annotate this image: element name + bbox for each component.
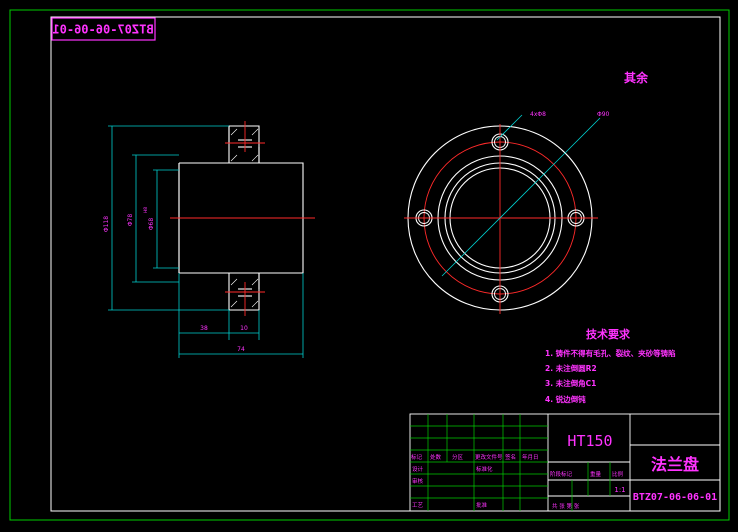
- dim-mid-dia: Φ78: [127, 214, 134, 227]
- label-date: 年月日: [522, 453, 539, 461]
- note-qiyu: 其余: [624, 70, 649, 85]
- label-zone: 分区: [452, 453, 464, 461]
- label-approve: 批准: [476, 501, 488, 509]
- section-centerlines: [170, 121, 315, 316]
- tech-item-2: 2. 未注倒圆R2: [545, 363, 597, 373]
- section-hatch: [230, 128, 259, 308]
- label-weight: 重量: [590, 470, 602, 478]
- label-standardize: 标准化: [476, 465, 493, 473]
- end-view-centerlines: [404, 124, 598, 314]
- tech-requirements: 技术要求 1. 铸件不得有毛孔、裂纹、夹砂等铸陷 2. 未注倒圆R2 3. 未注…: [545, 327, 676, 404]
- end-view-dimensions: [441, 114, 601, 277]
- dim-bolt-circle: Φ90: [597, 111, 610, 118]
- code-stamp: BTZ07-06-06-01: [51, 17, 156, 41]
- label-sheets: 共 张 第 张: [552, 502, 580, 510]
- part-name: 法兰盘: [651, 455, 699, 474]
- label-change: 更改文件号: [475, 453, 503, 461]
- dim-len-collar: 10: [240, 325, 248, 332]
- scale-value: 1:1: [614, 486, 625, 494]
- title-block-labels: 标记 处数 分区 更改文件号 签名 年月日 设计 标准化 审核 工艺 批准 阶段…: [411, 453, 624, 510]
- label-process: 工艺: [412, 502, 424, 509]
- dim-bolt-holes: 4xΦ8: [530, 111, 546, 118]
- tech-item-4: 4. 锐边倒钝: [545, 394, 586, 404]
- label-design: 设计: [412, 465, 424, 473]
- material-text: HT150: [567, 432, 612, 450]
- outer-frame: [9, 9, 730, 521]
- dim-outer-dia: Φ118: [103, 216, 110, 232]
- label-check: 审核: [412, 477, 424, 485]
- dim-bore: Φ68: [148, 218, 155, 231]
- label-count: 处数: [430, 453, 442, 461]
- label-stage: 阶段标记: [550, 470, 573, 478]
- tech-item-1: 1. 铸件不得有毛孔、裂纹、夹砂等铸陷: [545, 348, 676, 358]
- title-grid-green: [410, 414, 611, 511]
- code-stamp-text: BTZ07-06-06-01: [52, 23, 153, 37]
- dim-len-flange: 38: [200, 325, 208, 332]
- label-ratio: 比例: [612, 470, 624, 478]
- label-sign: 签名: [505, 453, 516, 461]
- dim-len-total: 74: [237, 346, 245, 353]
- label-mark: 标记: [411, 453, 423, 461]
- part-code: BTZ07-06-06-01: [633, 492, 717, 503]
- title-block: [409, 413, 721, 512]
- tech-item-3: 3. 未注倒角C1: [545, 378, 596, 388]
- inner-frame: [50, 16, 721, 512]
- tech-title: 技术要求: [586, 327, 631, 341]
- dim-bore-tol: H8: [143, 207, 149, 213]
- section-dimensions: [108, 125, 304, 358]
